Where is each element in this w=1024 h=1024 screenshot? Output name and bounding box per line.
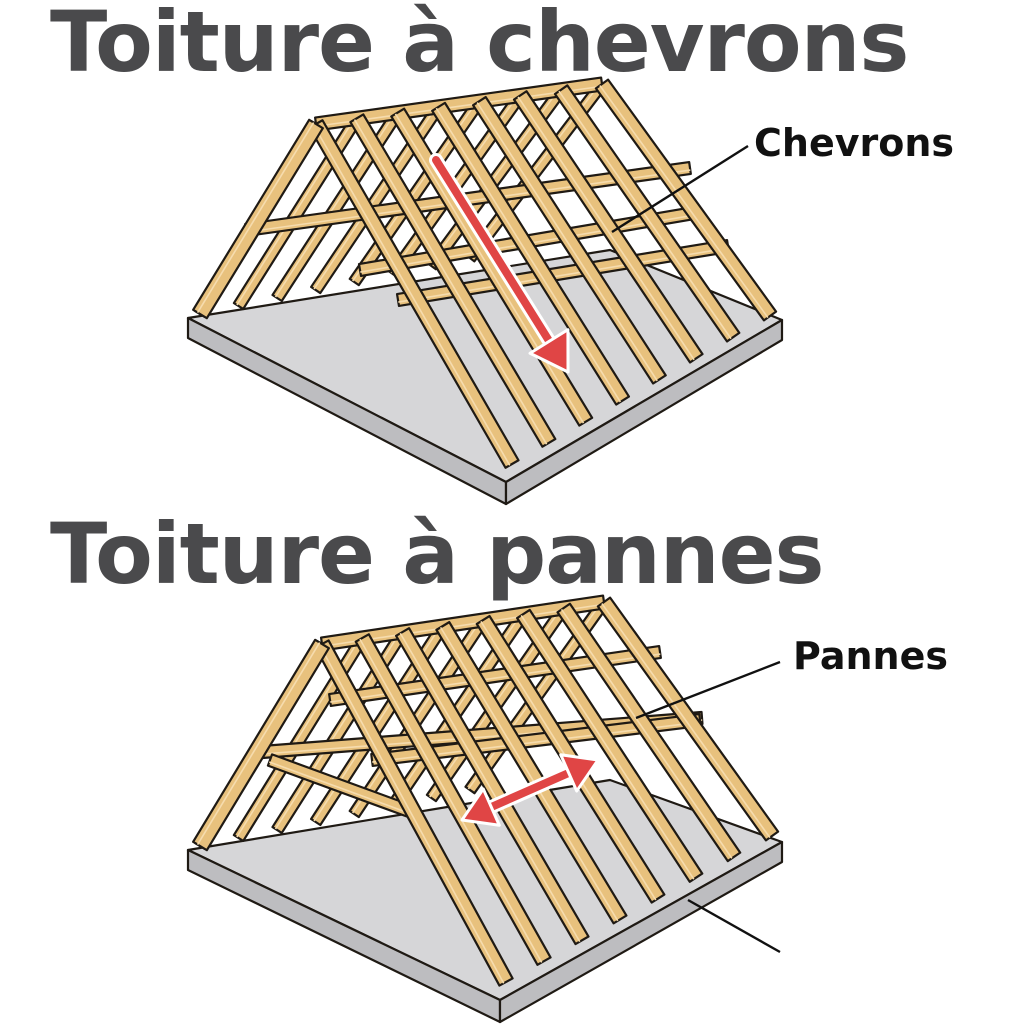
- rafter-chevron-highlight: [599, 85, 769, 319]
- base-slab-right-edge: [498, 840, 784, 1024]
- purlin-highlight: [269, 761, 412, 815]
- gable-rafter: [192, 638, 330, 852]
- slope-arrow-head: [528, 328, 570, 374]
- rafter-chevron: [349, 113, 557, 448]
- label-chevrons: Chevrons: [754, 121, 955, 165]
- rafter-chevron-highlight: [560, 609, 733, 859]
- span-arrow-head-right: [559, 753, 600, 793]
- title-rafter-roof: Toiture à chevrons: [50, 0, 909, 91]
- rafter-chevron-highlight: [601, 603, 771, 838]
- rafter-chevron-highlight: [520, 614, 695, 880]
- rafter-roof-illustration: [186, 76, 784, 506]
- rafter-chevron-highlight: [353, 119, 548, 445]
- rafter-chevron: [516, 608, 704, 883]
- rafter-chevron: [435, 621, 628, 925]
- purlin-roof-illustration: [186, 594, 784, 1024]
- purlin: [370, 712, 702, 768]
- rafter-chevron: [594, 78, 778, 322]
- rafter-chevron: [596, 596, 780, 842]
- rafter-chevron: [512, 90, 704, 364]
- rafter-chevron-highlight: [439, 626, 619, 922]
- rafter-chevron-highlight: [359, 638, 543, 963]
- chevrons-leader-line: [611, 144, 749, 234]
- rafter-chevron-highlight: [394, 113, 585, 424]
- rafter-chevron: [431, 101, 631, 406]
- gable-rafter: [192, 118, 324, 320]
- rafter-chevron-highlight: [435, 107, 622, 403]
- title-purlin-roof: Toiture à pannes: [50, 505, 825, 603]
- base-slab-right-edge: [504, 318, 784, 506]
- rafter-chevron-highlight: [318, 644, 505, 984]
- rafter-chevron-highlight: [558, 90, 732, 340]
- rafter-chevron-highlight: [399, 632, 581, 943]
- slab-leader-line: [687, 898, 781, 954]
- rafter-chevron-highlight: [476, 102, 658, 382]
- ridge-beam: [319, 594, 607, 652]
- rafter-chevron: [553, 84, 741, 343]
- slope-arrow-shaft: [432, 156, 560, 356]
- rafter-chevron-highlight: [517, 96, 695, 361]
- rafter-chevron: [472, 95, 667, 385]
- gable-rafter-highlight: [196, 642, 321, 845]
- span-arrow-head-left: [460, 787, 501, 827]
- rafter-chevron-highlight: [313, 124, 511, 466]
- ridge-beam: [313, 76, 605, 132]
- label-pannes: Pannes: [793, 634, 948, 678]
- gable-rafter-highlight: [196, 122, 315, 313]
- span-arrow-shaft: [476, 764, 584, 816]
- rafter-chevron: [556, 602, 742, 863]
- pannes-leader-line: [635, 660, 781, 720]
